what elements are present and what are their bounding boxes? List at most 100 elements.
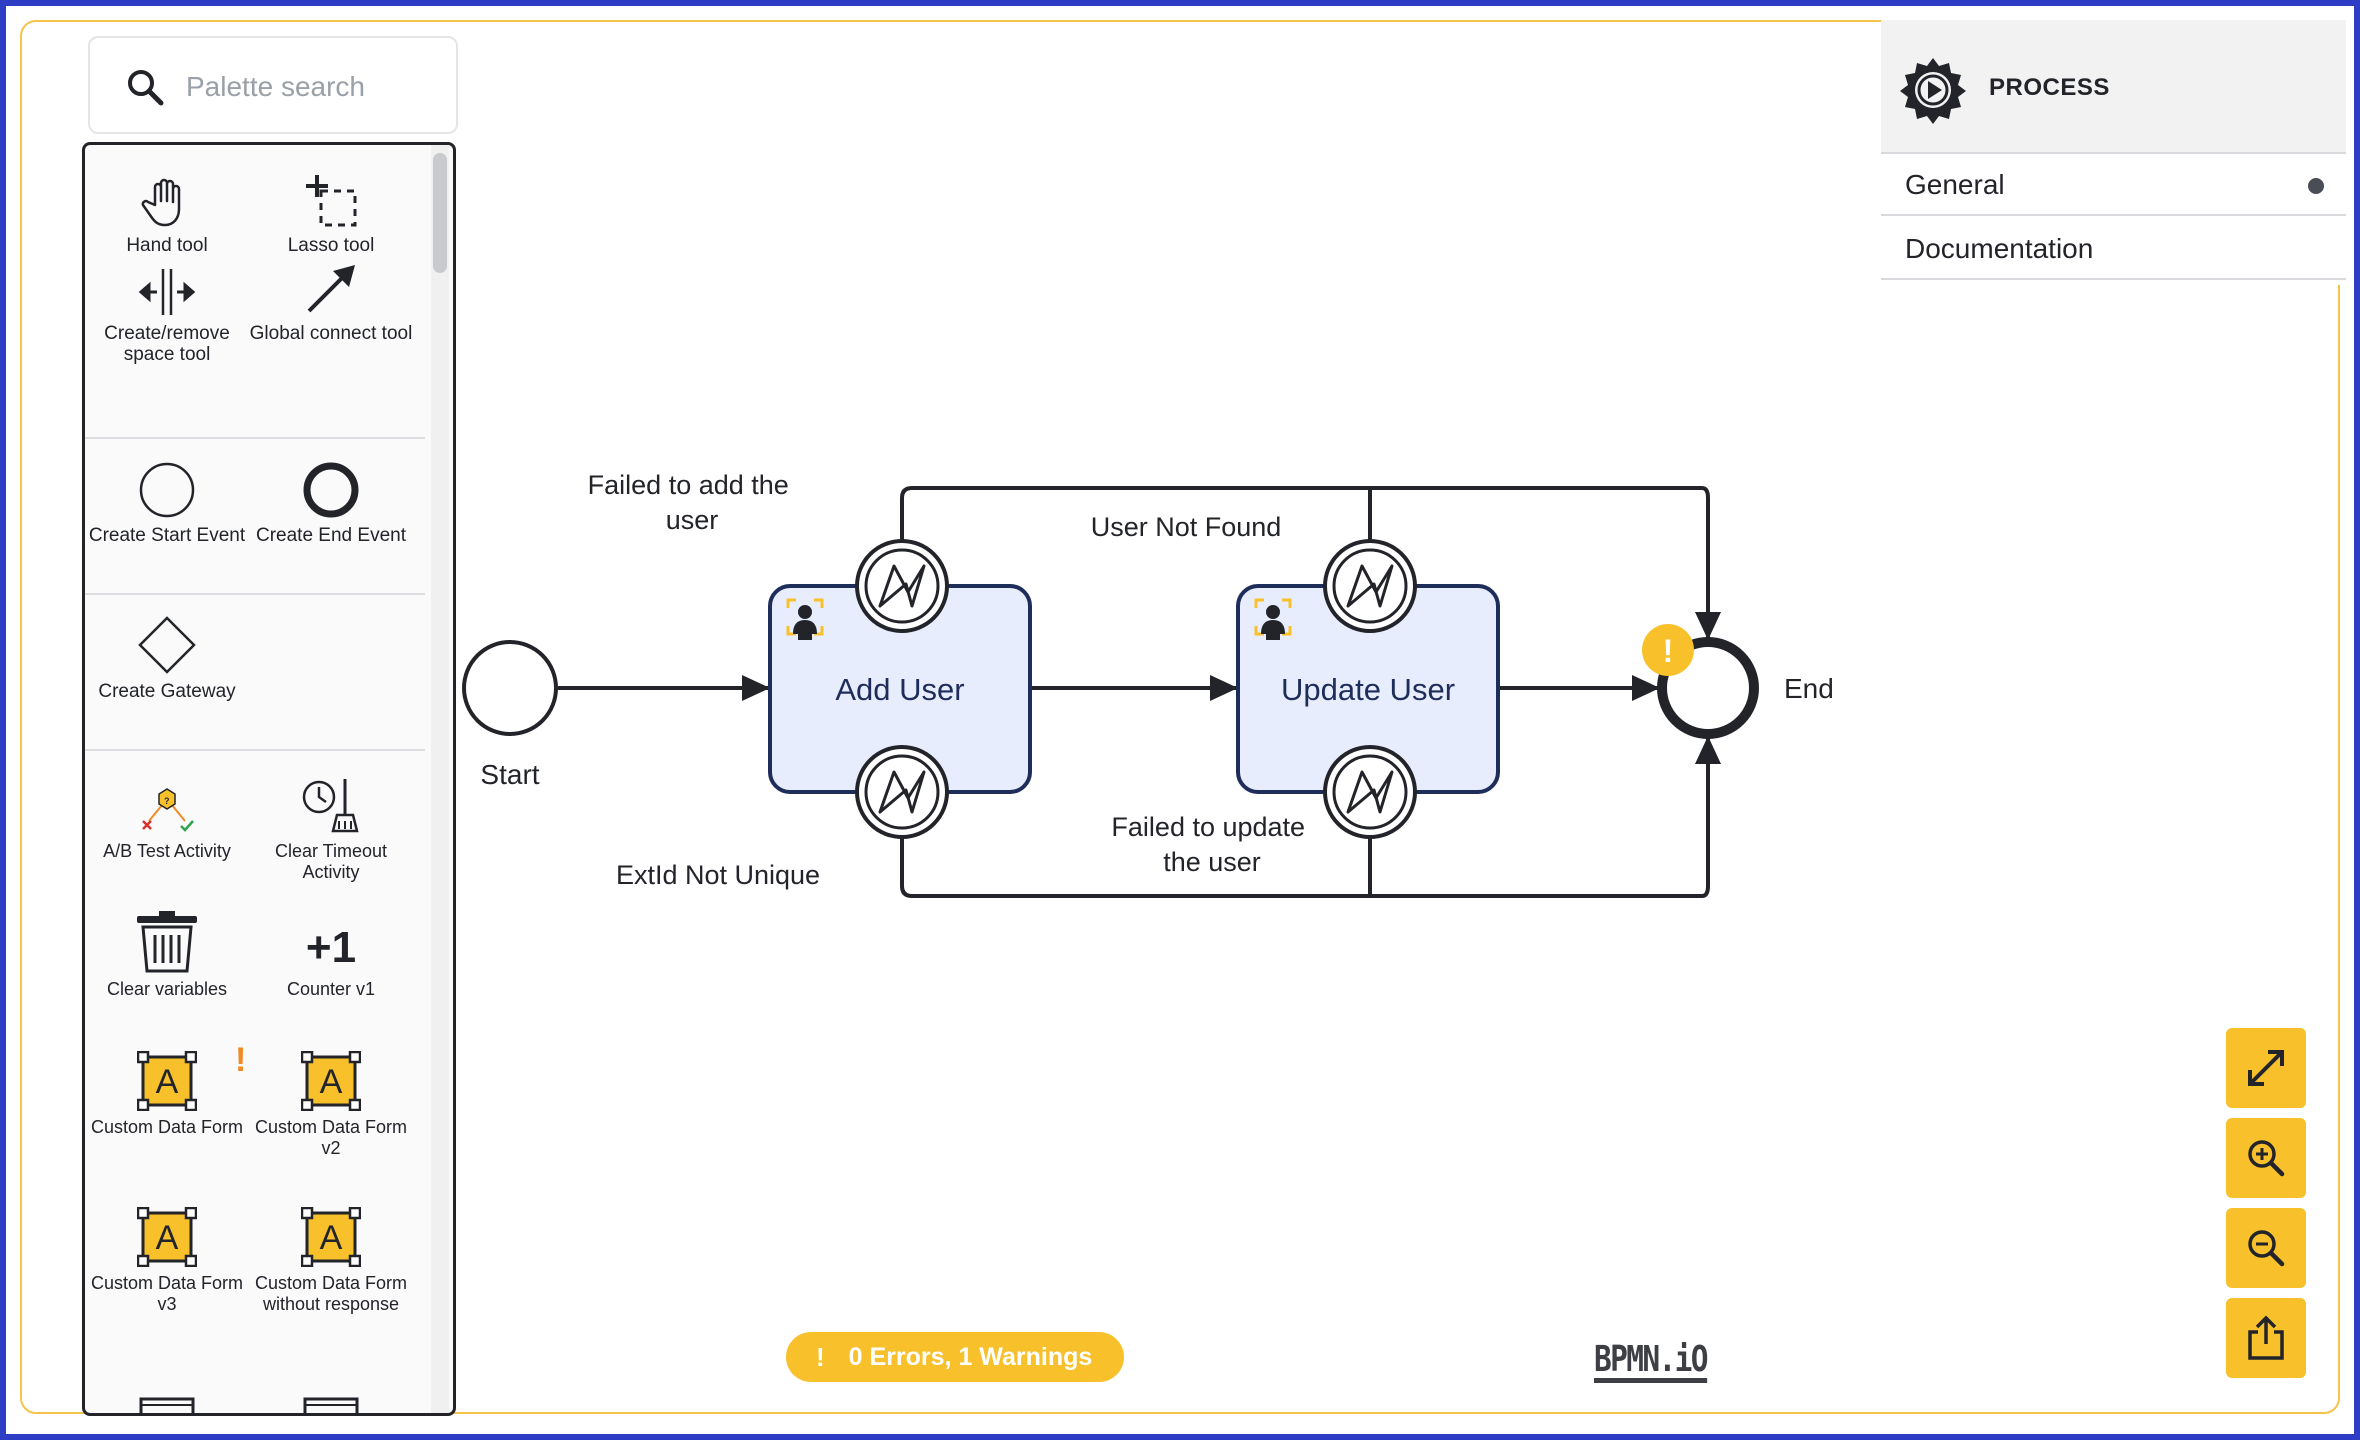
hand-tool[interactable]: Hand tool <box>85 159 249 256</box>
boundary-error-event-add-top[interactable] <box>855 539 949 633</box>
palette-search[interactable] <box>88 36 458 134</box>
end-event-icon <box>303 462 359 518</box>
end-event-label: End <box>1784 673 1834 704</box>
palette-scrollbar-thumb[interactable] <box>433 153 447 273</box>
space-tool[interactable]: Create/remove space tool <box>85 247 249 365</box>
flow-label-failed-add: Failed to add the user <box>588 470 797 535</box>
error-bolt-icon <box>878 564 926 608</box>
hand-icon <box>141 178 181 227</box>
custom-data-form-v2-label: Custom Data Form v2 <box>254 1117 408 1158</box>
counter-v1-label: Counter v1 <box>286 979 376 999</box>
custom-data-form-v3-label: Custom Data Form v3 <box>90 1273 244 1314</box>
process-gear-icon <box>1900 58 1966 124</box>
custom-form-icon: A <box>301 1051 361 1111</box>
custom-form-glyph: A <box>320 1063 343 1101</box>
boundary-error-event-update-bottom[interactable] <box>1323 745 1417 839</box>
svg-text:?: ? <box>164 796 170 806</box>
update-user-task-label: Update User <box>1281 672 1455 707</box>
flow-extid-not-unique[interactable] <box>900 736 1721 898</box>
changes-dot-icon <box>2308 178 2324 194</box>
window-icon <box>303 1397 359 1413</box>
space-tool-label: Create/remove space tool <box>104 323 230 365</box>
clear-variables-label: Clear variables <box>106 979 228 999</box>
zoom-out-button[interactable] <box>2226 1208 2306 1288</box>
counter-icon: +1 <box>305 923 357 972</box>
palette-warning-mark: ! <box>235 1041 247 1079</box>
custom-form-icon: A <box>137 1051 197 1111</box>
export-button[interactable] <box>2226 1298 2306 1378</box>
lint-status-text: 0 Errors, 1 Warnings <box>848 1342 1093 1371</box>
flow-label-user-not-found: User Not Found <box>1091 512 1282 542</box>
fit-viewport-button[interactable] <box>2226 1028 2306 1108</box>
create-start-event-label: Create Start Event <box>88 525 246 546</box>
custom-form-icon: A <box>301 1207 361 1267</box>
connect-arrow-icon <box>307 265 355 313</box>
custom-data-form-v2[interactable]: A Custom Data Form v2 <box>249 1041 413 1159</box>
fullscreen-icon <box>2248 1050 2284 1086</box>
lint-status-button[interactable]: ! 0 Errors, 1 Warnings <box>786 1332 1124 1382</box>
custom-form-glyph: A <box>156 1219 179 1257</box>
user-task-icon <box>1254 598 1292 640</box>
tab-general[interactable]: General <box>1881 154 2346 216</box>
properties-title: PROCESS <box>1989 74 2110 101</box>
custom-form-glyph: A <box>156 1063 179 1101</box>
warning-badge[interactable]: ! <box>1642 624 1694 676</box>
bpmn-diagram: Start Add User Update User <box>462 470 1834 898</box>
warning-icon: ! <box>1663 633 1674 669</box>
palette-search-input[interactable] <box>184 62 438 112</box>
create-gateway[interactable]: Create Gateway <box>85 605 249 702</box>
custom-data-form-label: Custom Data Form <box>90 1117 244 1137</box>
warning-icon: ! <box>816 1341 825 1372</box>
custom-form-glyph: A <box>320 1219 343 1257</box>
tab-general-label: General <box>1905 169 2005 200</box>
error-bolt-icon <box>1346 564 1394 608</box>
counter-v1[interactable]: +1 Counter v1 <box>249 903 413 1000</box>
properties-header: PROCESS <box>1881 20 2346 154</box>
lasso-tool-label: Lasso tool <box>287 235 375 256</box>
clear-variables[interactable]: Clear variables <box>85 903 249 1000</box>
error-bolt-icon <box>878 770 926 814</box>
lasso-icon <box>306 175 357 227</box>
ab-test-icon: ? <box>142 788 194 832</box>
clear-timeout-activity[interactable]: Clear Timeout Activity <box>249 765 413 883</box>
custom-form-icon: A <box>137 1207 197 1267</box>
create-end-event[interactable]: Create End Event <box>249 449 413 546</box>
custom-data-form[interactable]: A Custom Data Form <box>85 1041 249 1138</box>
ab-test-activity-label: A/B Test Activity <box>103 841 231 861</box>
start-event-icon <box>139 462 195 518</box>
palette-separator <box>85 437 425 439</box>
clear-timeout-activity-label: Clear Timeout Activity <box>274 841 388 882</box>
global-connect-tool[interactable]: Global connect tool <box>249 247 413 344</box>
palette-scroll-track[interactable] <box>431 145 449 1413</box>
gateway-icon <box>138 616 196 674</box>
palette-separator <box>85 593 425 595</box>
lasso-tool[interactable]: Lasso tool <box>249 159 413 256</box>
search-icon <box>128 70 164 106</box>
window-icon <box>139 1397 195 1413</box>
create-gateway-label: Create Gateway <box>98 681 236 702</box>
user-task-icon <box>786 598 824 640</box>
zoom-in-button[interactable] <box>2226 1118 2306 1198</box>
create-end-event-label: Create End Event <box>256 525 406 546</box>
bpmn-io-logo[interactable]: BPMN.iO <box>1594 1342 1709 1383</box>
space-tool-icon <box>138 269 196 315</box>
flow-failed-add[interactable] <box>900 486 1721 640</box>
ab-test-activity[interactable]: ? A/B Test Activity <box>85 765 249 862</box>
palette-separator <box>85 749 425 751</box>
palette: Hand tool Lasso tool Create/remove spa <box>82 142 456 1416</box>
error-bolt-icon <box>1346 770 1394 814</box>
boundary-error-event-add-bottom[interactable] <box>855 745 949 839</box>
tab-documentation[interactable]: Documentation <box>1881 218 2346 280</box>
custom-data-form-v3[interactable]: A Custom Data Form v3 <box>85 1197 249 1315</box>
export-icon <box>2248 1315 2284 1360</box>
properties-panel: PROCESS General Documentation <box>1881 20 2346 285</box>
start-event-label: Start <box>480 759 539 790</box>
start-event[interactable] <box>462 640 558 736</box>
zoom-in-icon <box>2248 1140 2285 1177</box>
global-connect-tool-label: Global connect tool <box>249 323 413 344</box>
create-start-event[interactable]: Create Start Event <box>85 449 249 546</box>
boundary-error-event-update-top[interactable] <box>1323 539 1417 633</box>
app-window: Hand tool Lasso tool Create/remove spa <box>6 6 2354 1434</box>
custom-data-form-without-response-label: Custom Data Form without response <box>254 1273 408 1314</box>
custom-data-form-without-response[interactable]: A Custom Data Form without response <box>249 1197 413 1315</box>
